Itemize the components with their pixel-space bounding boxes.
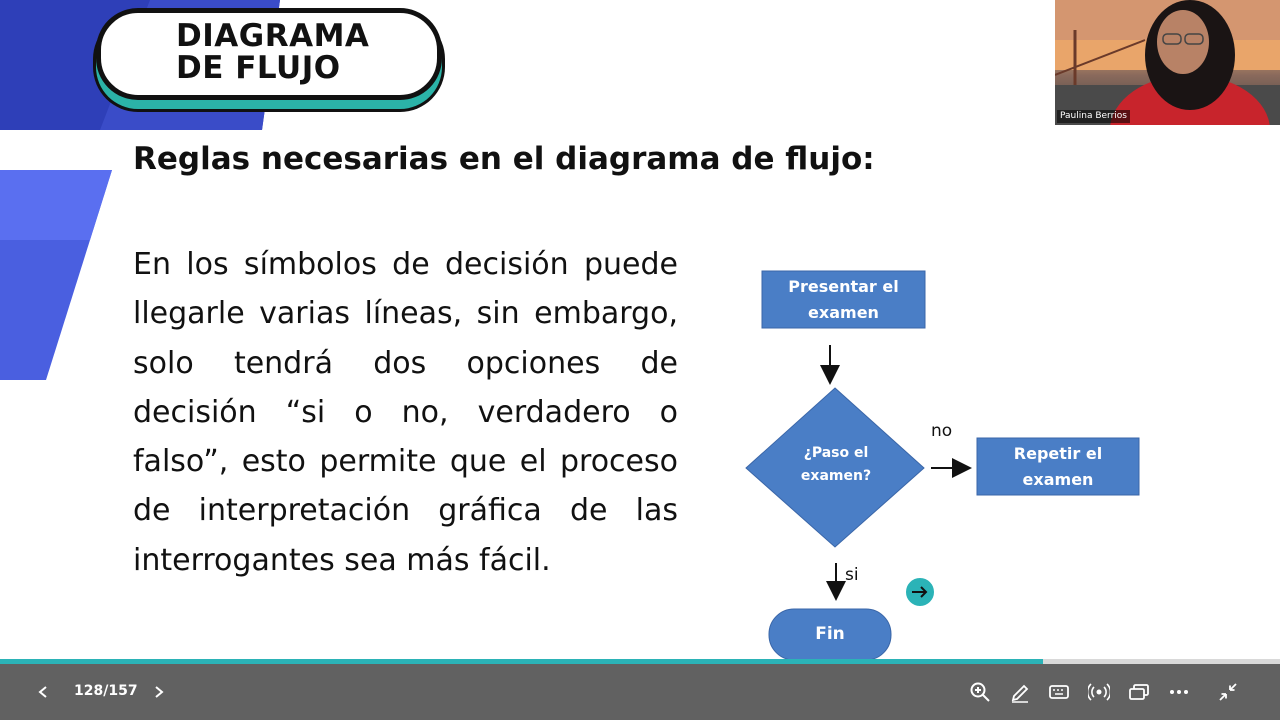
start-process-label: Presentar el examen	[762, 274, 925, 326]
presentation-toolbar: 128/157	[0, 664, 1280, 720]
next-slide-button[interactable]	[904, 576, 936, 608]
participant-video[interactable]: Paulina Berrios	[1055, 0, 1280, 125]
slide-body-text: En los símbolos de decisión puede llegar…	[133, 247, 678, 578]
title-banner	[96, 8, 442, 100]
slide-title: DIAGRAMA DE FLUJO	[176, 20, 396, 84]
title-line-1: DIAGRAMA	[176, 18, 370, 54]
broadcast-button[interactable]	[1085, 678, 1113, 706]
previous-slide-button[interactable]	[30, 680, 56, 704]
keyboard-button[interactable]	[1045, 678, 1073, 706]
broadcast-icon	[1088, 683, 1110, 701]
exit-fullscreen-icon	[1219, 683, 1237, 701]
slide-subtitle: Reglas necesarias en el diagrama de fluj…	[133, 141, 875, 177]
zoom-button[interactable]	[966, 678, 994, 706]
repeat-label-line-2: examen	[1022, 470, 1094, 489]
screen-share-icon	[1129, 684, 1149, 700]
screen-share-button[interactable]	[1125, 678, 1153, 706]
participant-video-frame	[1055, 0, 1280, 125]
yes-label: si	[845, 565, 859, 585]
decision-label: ¿Paso el examen?	[776, 442, 896, 488]
next-page-button[interactable]	[146, 680, 172, 704]
exit-fullscreen-button[interactable]	[1214, 678, 1242, 706]
more-options-button[interactable]	[1165, 678, 1193, 706]
end-label: Fin	[815, 624, 845, 644]
title-line-2: DE FLUJO	[176, 50, 341, 86]
repeat-process-label: Repetir el examen	[977, 441, 1139, 493]
presentation-progress-fill	[0, 659, 1044, 664]
decision-label-line-2: examen?	[800, 468, 872, 484]
repeat-process-box	[976, 437, 1140, 496]
keyboard-icon	[1049, 685, 1069, 699]
chevron-left-icon	[38, 686, 47, 698]
more-icon	[1170, 690, 1188, 694]
start-label-line-2: examen	[808, 303, 879, 322]
start-process-box	[761, 270, 926, 329]
start-label-line-1: Presentar el	[788, 277, 899, 296]
annotate-button[interactable]	[1006, 678, 1034, 706]
repeat-label-line-1: Repetir el	[1013, 444, 1103, 463]
page-indicator: 128/157	[74, 683, 138, 699]
pen-icon	[1011, 684, 1029, 703]
participant-name: Paulina Berrios	[1057, 110, 1130, 123]
decision-diamond	[745, 387, 925, 548]
chevron-right-icon	[155, 686, 164, 698]
decision-label-line-1: ¿Paso el	[803, 445, 869, 461]
no-label: no	[931, 421, 953, 441]
zoom-in-icon	[970, 682, 990, 702]
flowchart	[745, 270, 1140, 661]
arrow-right-icon	[912, 586, 928, 598]
presentation-progress-bar	[0, 659, 1280, 664]
